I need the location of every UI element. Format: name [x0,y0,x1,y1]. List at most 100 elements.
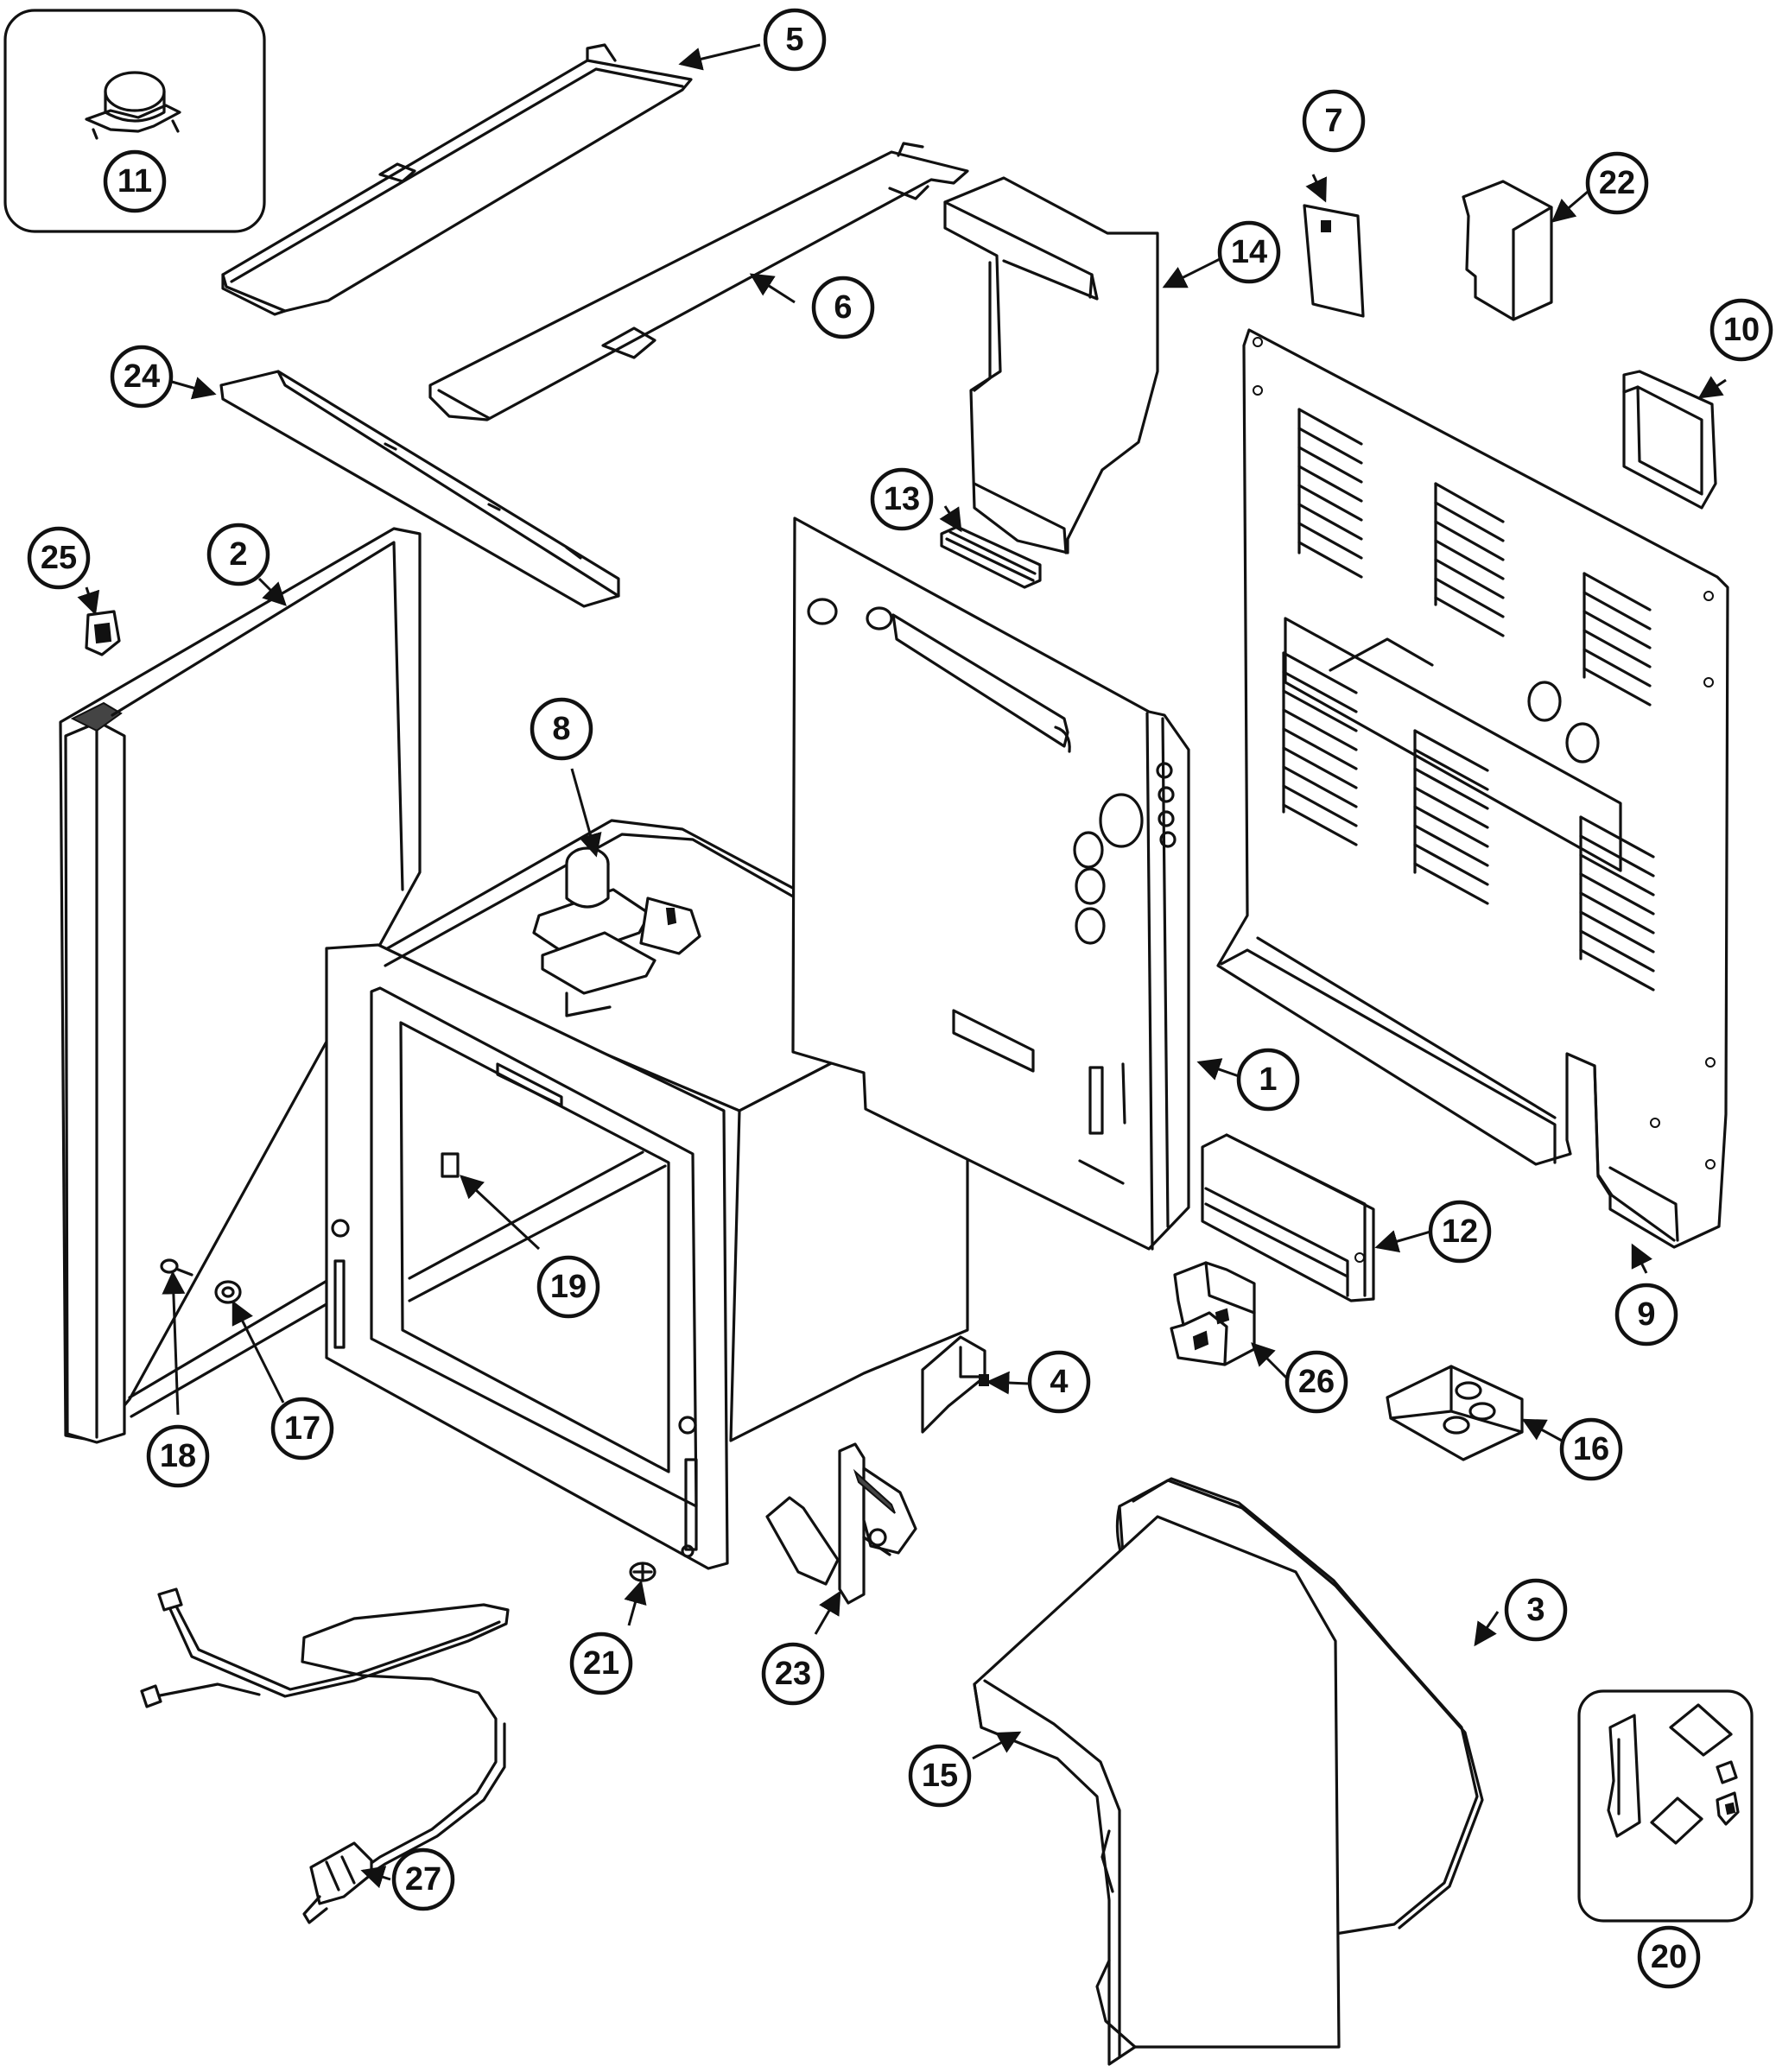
leader-arrow-icon [939,505,962,533]
part-6-rail [428,142,969,421]
part-7-plate [1303,204,1365,318]
leader-arrow-icon [1551,190,1589,223]
svg-text:9: 9 [1637,1296,1655,1333]
leader-arrow-icon [986,1371,1029,1395]
callout-8: 8 [530,697,593,761]
callout-12: 12 [1428,1200,1492,1264]
callout-18: 18 [146,1424,210,1488]
svg-text:22: 22 [1599,165,1635,201]
louvers-upper-left [1297,408,1363,579]
leader-arrow-icon [1521,1418,1563,1442]
part-23-hinge [765,1442,917,1605]
leader-arrow-icon [749,273,796,304]
leader-arrow-icon [814,1590,841,1635]
svg-text:24: 24 [124,358,160,395]
part-21-screw [629,1562,656,1582]
leader-arrows [77,43,1727,1889]
part-5-top-rail [221,43,693,316]
inset-box-part-11 [3,9,266,233]
part-27-power-cord [140,1587,510,1924]
part-17-grommet [214,1280,242,1304]
louvers-upper-right [1583,572,1652,707]
leader-arrow-icon [1374,1230,1431,1253]
callout-13: 13 [870,467,934,531]
callout-3: 3 [1504,1578,1568,1642]
part-1-side-panel [791,516,1190,1251]
louvers-lower-right [1579,815,1655,992]
part-16-angle-bracket [1386,1365,1524,1461]
callout-6: 6 [811,276,875,339]
sensor-part-11-drawing [85,71,181,140]
leader-arrow-icon [1697,376,1727,399]
callout-9: 9 [1614,1283,1678,1346]
callout-26: 26 [1284,1350,1348,1414]
leader-arrow-icon [257,577,287,606]
leader-arrow-icon [1474,1611,1500,1647]
svg-text:11: 11 [117,163,152,200]
svg-text:23: 23 [775,1656,811,1692]
leader-arrow-icon [972,1731,1022,1760]
callout-24: 24 [110,345,174,409]
leader-arrow-icon [77,586,100,616]
part-19-switch [441,1152,460,1178]
leader-arrow-icon [624,1580,647,1626]
svg-text:21: 21 [583,1645,619,1682]
callout-22: 22 [1585,151,1649,215]
part-9-rear-panel [1216,328,1729,1249]
leader-arrow-icon [1251,1342,1289,1380]
svg-text:20: 20 [1651,1939,1687,1975]
svg-text:10: 10 [1723,312,1760,348]
part-26-terminal-block [1170,1261,1256,1366]
svg-text:12: 12 [1442,1213,1478,1250]
callout-4: 4 [1027,1350,1091,1414]
leader-arrow-icon [678,43,761,71]
callout-17: 17 [270,1397,334,1461]
callout-1: 1 [1236,1048,1300,1112]
part-25-clip [85,610,121,656]
callout-16: 16 [1559,1417,1623,1481]
svg-text:27: 27 [405,1861,441,1898]
leader-arrow-icon [1162,257,1221,288]
louvers-lower-mid [1413,729,1489,905]
louvers-upper-mid [1434,482,1505,637]
inset-box-part-20 [1577,1689,1754,1923]
svg-text:18: 18 [160,1438,196,1474]
svg-text:15: 15 [922,1758,958,1794]
svg-text:6: 6 [834,289,852,326]
callout-21: 21 [569,1632,633,1695]
leader-arrow-icon [165,377,217,400]
callout-10: 10 [1709,298,1773,362]
svg-text:19: 19 [550,1269,587,1305]
leader-arrow-icon [232,1300,285,1404]
part-24-bracket-rail [219,370,620,608]
part-4-bracket [921,1335,989,1434]
callout-2: 2 [206,523,270,586]
svg-text:4: 4 [1050,1364,1068,1400]
svg-text:8: 8 [552,711,570,747]
callout-25: 25 [27,526,91,590]
leader-arrow-icon [1305,174,1327,203]
svg-text:13: 13 [884,481,920,517]
part-15-insulation-wrap [973,1515,1341,2066]
callout-11: 11 [103,149,167,213]
callout-5: 5 [763,8,827,72]
svg-text:14: 14 [1231,234,1267,270]
leader-arrow-icon [360,1866,391,1889]
callout-14: 14 [1217,220,1281,284]
part-14-duct [943,176,1159,554]
callout-20: 20 [1637,1925,1701,1989]
svg-text:2: 2 [229,536,247,573]
louvers-lower-left [1282,651,1358,846]
leader-arrow-icon [570,768,602,858]
leader-arrow-icon [162,1270,186,1416]
svg-text:7: 7 [1324,103,1342,139]
leader-arrow-icon [1196,1058,1240,1080]
svg-text:25: 25 [41,540,77,576]
leader-arrow-icon [460,1175,541,1251]
svg-text:1: 1 [1259,1061,1277,1098]
callout-19: 19 [536,1255,600,1319]
svg-text:16: 16 [1573,1431,1609,1467]
part-22-bracket [1462,180,1553,321]
svg-text:3: 3 [1526,1592,1544,1628]
